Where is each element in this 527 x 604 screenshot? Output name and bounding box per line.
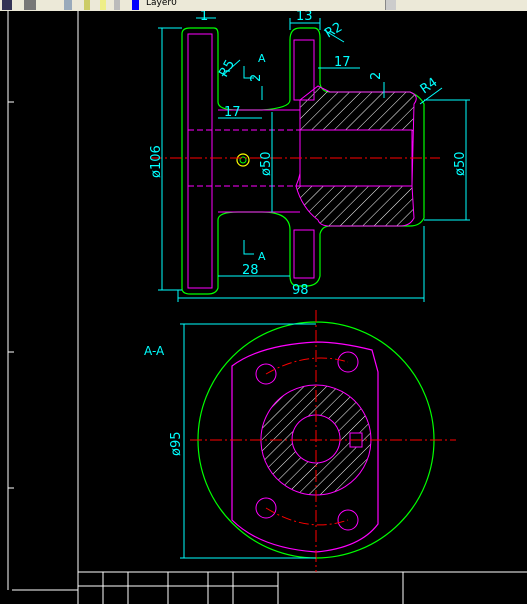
dim-dia50a: ø50	[259, 152, 274, 177]
sun-icon[interactable]	[100, 0, 106, 10]
color-swatch-icon[interactable]	[132, 0, 139, 10]
dim-2a: 2	[249, 74, 264, 82]
dim-98: 98	[292, 283, 309, 298]
section-bolt-circle	[265, 357, 349, 526]
undo-icon[interactable]	[24, 0, 36, 10]
dim-2b: 2	[369, 72, 384, 80]
front-view: 1 13 R2 R5 A 2 17 2 R4 17 ø106 ø50 ø50 A…	[149, 11, 470, 302]
front-dimensions	[158, 17, 470, 302]
drawing-frame	[7, 11, 79, 604]
app-icon[interactable]	[2, 0, 12, 10]
dim-17a: 17	[334, 55, 351, 70]
front-dimension-text: 1 13 R2 R5 A 2 17 2 R4 17 ø106 ø50 ø50 A…	[149, 11, 468, 298]
section-title: A-A	[144, 344, 165, 358]
dim-13: 13	[296, 11, 313, 24]
dim-dia106: ø106	[149, 145, 164, 178]
title-block	[78, 571, 527, 604]
dim-top-width: 1	[200, 11, 208, 24]
section-hatched-ring	[260, 384, 372, 496]
section-view: A-A ø95	[144, 310, 456, 572]
front-outline	[181, 27, 425, 295]
dim-17b: 17	[224, 105, 241, 120]
lock-icon[interactable]	[114, 0, 120, 10]
section-cut-marks	[243, 66, 254, 255]
layer-dropdown-arrow-icon[interactable]	[385, 0, 396, 10]
pin-hole	[236, 153, 250, 167]
dim-section-a-top: A	[258, 52, 266, 65]
dim-28: 28	[242, 263, 259, 278]
dim-section-a-bottom: A	[258, 250, 266, 263]
dim-dia95: ø95	[169, 432, 184, 457]
dim-dia50b: ø50	[453, 152, 468, 177]
drawing-canvas[interactable]: 1 13 R2 R5 A 2 17 2 R4 17 ø106 ø50 ø50 A…	[0, 11, 527, 604]
section-flange-outline	[231, 341, 379, 553]
section-bolt-holes	[255, 351, 359, 531]
dim-r5: R5	[216, 58, 238, 80]
layer-state-icon[interactable]	[64, 0, 72, 10]
section-dimensions	[180, 323, 316, 559]
bulb-icon[interactable]	[84, 0, 90, 10]
dim-r2: R2	[323, 20, 345, 42]
layer-dropdown[interactable]: Layer0	[146, 0, 177, 8]
front-hidden-lines	[187, 33, 315, 289]
